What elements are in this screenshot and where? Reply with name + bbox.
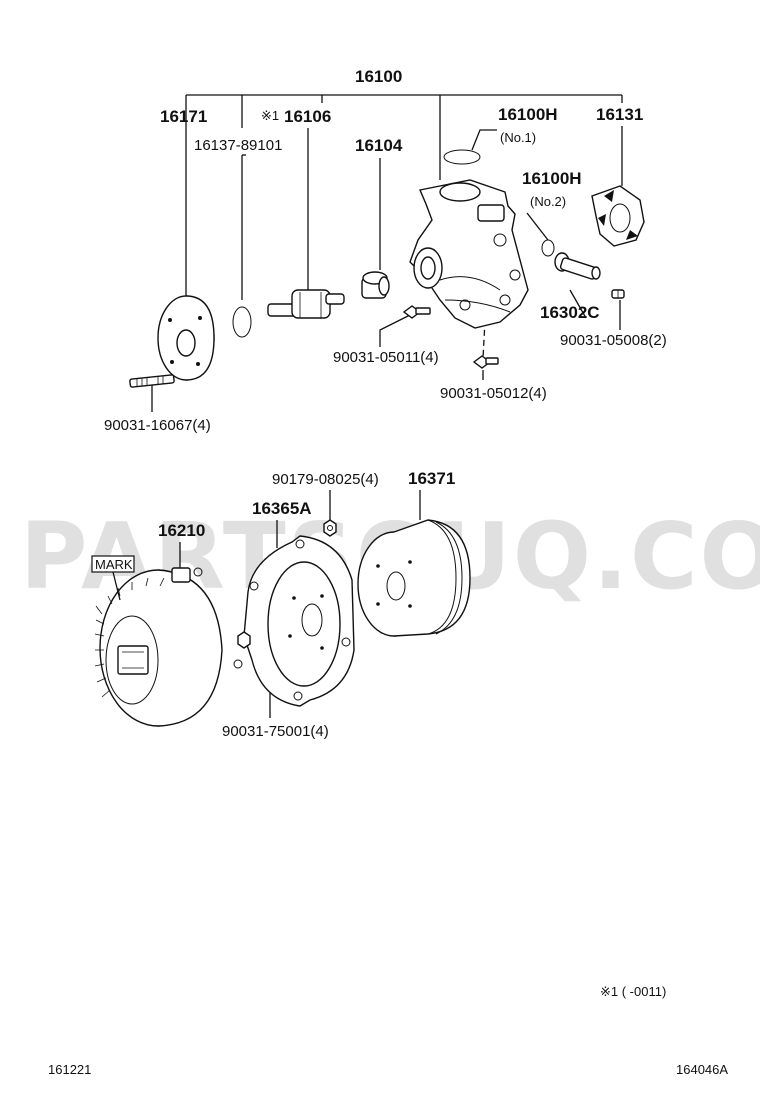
o-ring-no2[interactable] <box>541 239 555 257</box>
label-16365a[interactable]: 16365A <box>252 499 312 518</box>
label-16106-mark: ※1 <box>261 108 279 123</box>
pulley-16371[interactable] <box>357 519 471 637</box>
label-90031-05011[interactable]: 90031-05011(4) <box>333 349 439 366</box>
label-90031-75001[interactable]: 90031-75001(4) <box>222 723 329 740</box>
label-16302c[interactable]: 16302C <box>540 303 600 322</box>
bolt-90031-75001[interactable] <box>237 631 251 649</box>
label-16100h-no2[interactable]: 16100H <box>522 169 582 188</box>
label-assembly-16100[interactable]: 16100 <box>355 67 402 86</box>
label-90031-16067[interactable]: 90031-16067(4) <box>104 417 211 434</box>
label-16100h-no1-note: (No.1) <box>500 130 536 145</box>
fluid-coupling-16210[interactable] <box>94 567 243 727</box>
footnote: ※1 ( -0011) <box>600 984 666 999</box>
label-16371[interactable]: 16371 <box>408 469 455 488</box>
label-16100h-no1[interactable]: 16100H <box>498 105 558 124</box>
water-pump-body-16100[interactable] <box>409 179 529 329</box>
footer-left-code: 161221 <box>48 1062 91 1077</box>
label-90031-05008[interactable]: 90031-05008(2) <box>560 332 667 349</box>
pulley-seat-16171[interactable] <box>157 295 215 381</box>
bolt-90031-05011[interactable] <box>402 305 431 319</box>
label-16131[interactable]: 16131 <box>596 105 643 124</box>
bolt-90031-05012[interactable] <box>472 355 499 369</box>
leader-lines-top <box>151 126 623 412</box>
label-90179-08025[interactable]: 90179-08025(4) <box>272 471 379 488</box>
bypass-pipe-16302c[interactable] <box>554 252 601 280</box>
label-90031-05012[interactable]: 90031-05012(4) <box>440 385 547 402</box>
label-16171[interactable]: 16171 <box>160 107 207 126</box>
assembly-bracket <box>185 94 623 180</box>
label-16104[interactable]: 16104 <box>355 136 403 155</box>
label-16210[interactable]: 16210 <box>158 521 205 540</box>
gasket-ring-no1[interactable] <box>443 149 481 165</box>
bearing-shaft-16106[interactable] <box>267 289 345 319</box>
label-16106[interactable]: 16106 <box>284 107 331 126</box>
impeller-16131[interactable] <box>591 185 645 247</box>
footer-right-code: 164046A <box>676 1062 728 1077</box>
bolt-90031-05008[interactable] <box>611 289 625 299</box>
label-16137-89101[interactable]: 16137-89101 <box>194 137 282 154</box>
nut-90179-08025[interactable] <box>323 519 337 537</box>
mark-box: MARK <box>91 555 135 601</box>
seal-16104[interactable] <box>361 271 390 299</box>
stud-bolt-90031-16067[interactable] <box>129 374 175 388</box>
label-16100h-no2-note: (No.2) <box>530 194 566 209</box>
mark-label: MARK <box>95 557 133 572</box>
snap-ring-16137[interactable] <box>232 306 252 338</box>
gasket-plate-16365a[interactable] <box>243 535 355 707</box>
